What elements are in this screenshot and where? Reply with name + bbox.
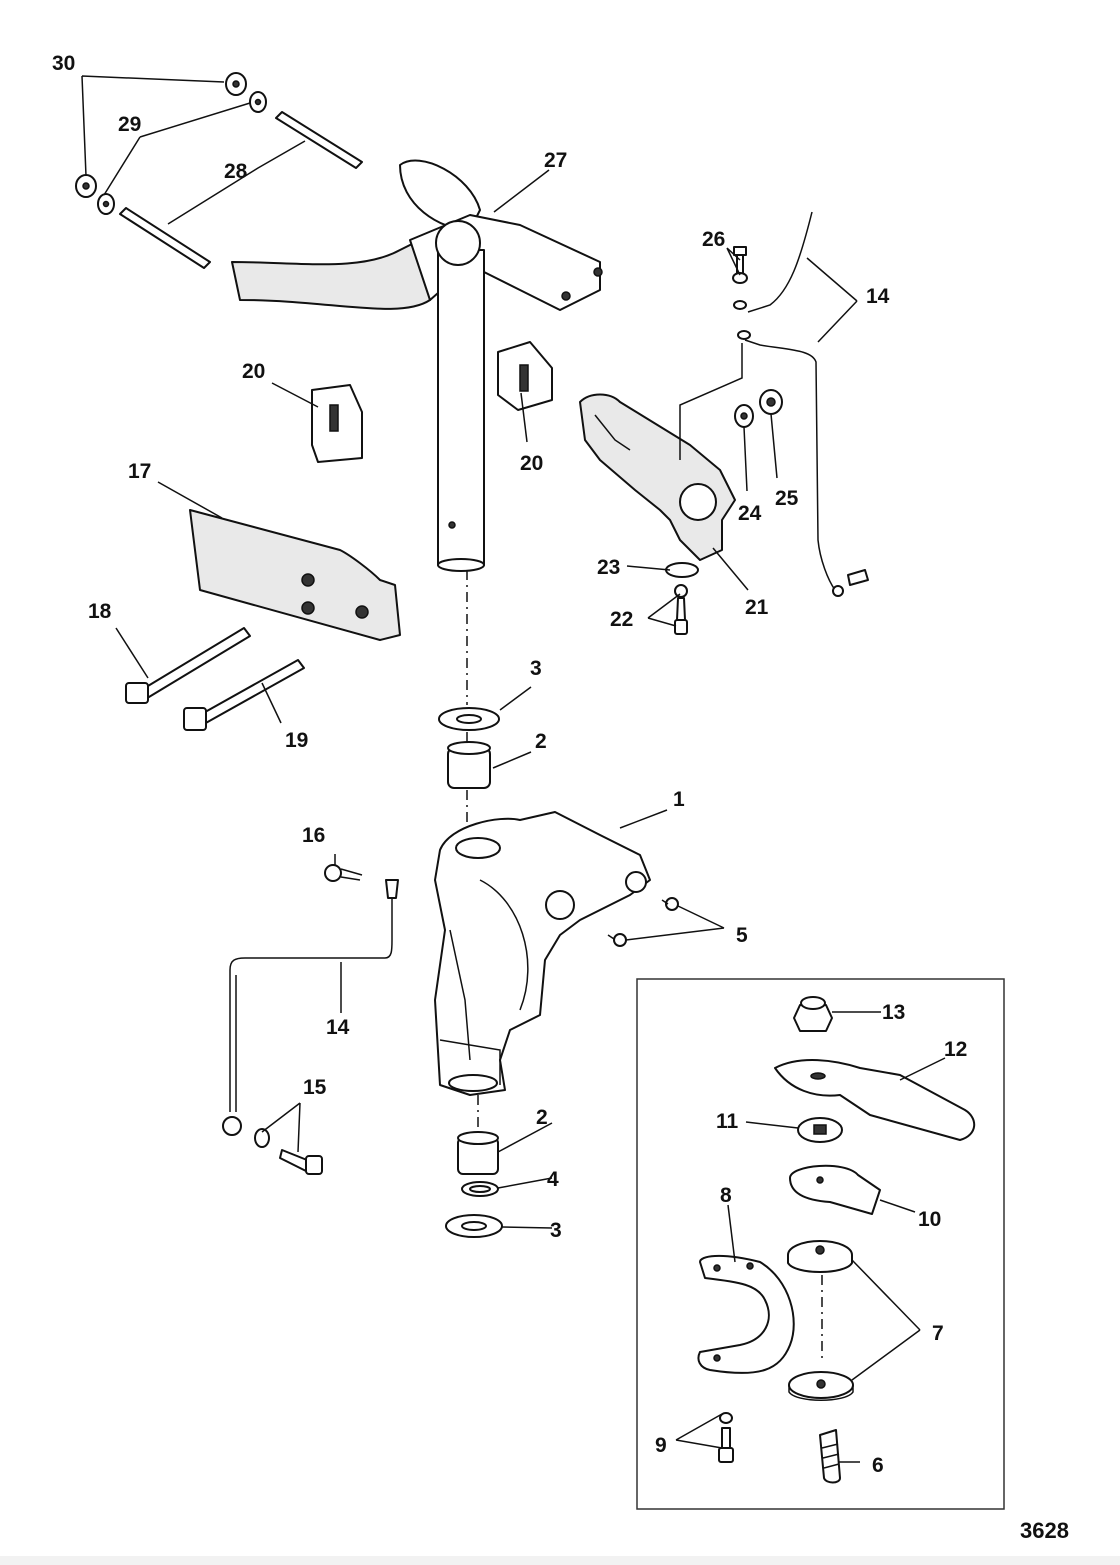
disc-7-upper-part [787,1240,853,1273]
steering-handle-part [231,159,603,572]
callout-8: 8 [720,1184,732,1207]
callout-23: 23 [597,556,620,579]
callout-11: 11 [716,1110,739,1133]
callout-20-right: 20 [520,452,543,475]
bumper-right-part [497,341,553,411]
ground-wire-lower-part [222,879,399,1136]
callout-2-upper: 2 [535,730,547,753]
bolt-short-part [183,659,305,731]
clamp-plate-part [189,509,401,641]
callout-13: 13 [882,1001,905,1024]
callout-3-upper: 3 [530,657,542,680]
swivel-bracket-part [434,811,651,1096]
ring-4-part [461,1181,499,1197]
callout-5: 5 [736,924,748,947]
lever-12-part [774,1059,976,1141]
bolt-long-part [125,627,251,704]
callout-9: 9 [655,1434,667,1457]
washer-3-upper-part [438,707,500,731]
figure-number: 3628 [1020,1518,1069,1543]
bumper-left-part [311,384,363,463]
stud-upper-part [275,111,363,169]
screw-22-part [674,584,688,635]
stud-6-part [819,1429,841,1484]
disc-7-lower-part [788,1371,854,1401]
bracket-8-part [697,1254,795,1374]
callout-16: 16 [302,824,325,847]
callout-12: 12 [944,1038,967,1061]
callout-22: 22 [610,608,633,631]
nut-13-part [793,996,833,1032]
washer-lower-part [97,193,115,215]
callout-18: 18 [88,600,112,623]
callout-26: 26 [702,228,725,251]
callout-7: 7 [932,1322,944,1345]
friction-bracket-part [579,393,736,561]
callout-3-lower: 3 [550,1219,562,1242]
callout-6: 6 [872,1454,884,1477]
callout-28: 28 [224,160,248,183]
screw-15-part [254,1128,323,1175]
ground-wire-upper-part [679,211,869,597]
callout-19: 19 [285,729,308,752]
callout-24: 24 [738,502,762,525]
leader-lines [81,75,946,1463]
callout-27: 27 [544,149,567,172]
screw-9-part [718,1412,734,1463]
nut-25-part [759,389,783,415]
screw-5-lower-part [607,933,627,947]
screw-16-part [324,864,363,882]
washer-upper-part [249,91,267,113]
callout-2-lower: 2 [536,1106,548,1129]
bushing-2-lower-part [457,1131,499,1175]
callout-15: 15 [303,1076,327,1099]
callout-30: 30 [52,52,75,75]
bushing-2-upper-part [447,741,491,789]
washer-3-lower-part [445,1214,503,1238]
callout-14-upper: 14 [866,285,890,308]
callout-20-left: 20 [242,360,265,383]
callout-21: 21 [745,596,769,619]
callout-29: 29 [118,113,141,136]
inset-box [636,978,1005,1510]
screw-26-part [732,246,751,340]
washer-24-part [734,404,754,428]
callout-14-lower: 14 [326,1016,350,1039]
nut-upper-part [225,72,247,96]
callout-1: 1 [673,788,685,811]
pad-23-part [665,562,699,578]
bottom-strip [0,1556,1120,1565]
stud-lower-part [119,207,211,269]
callout-10: 10 [918,1208,941,1231]
cam-10-part [789,1164,881,1215]
callout-25: 25 [775,487,799,510]
washer-11-part [797,1117,843,1143]
callout-4: 4 [547,1168,559,1191]
nut-lower-part [75,174,97,198]
callout-17: 17 [128,460,151,483]
screw-5-upper-part [661,897,679,911]
callouts: 30 29 28 27 26 14 20 20 17 25 24 23 21 2… [52,52,1069,1543]
